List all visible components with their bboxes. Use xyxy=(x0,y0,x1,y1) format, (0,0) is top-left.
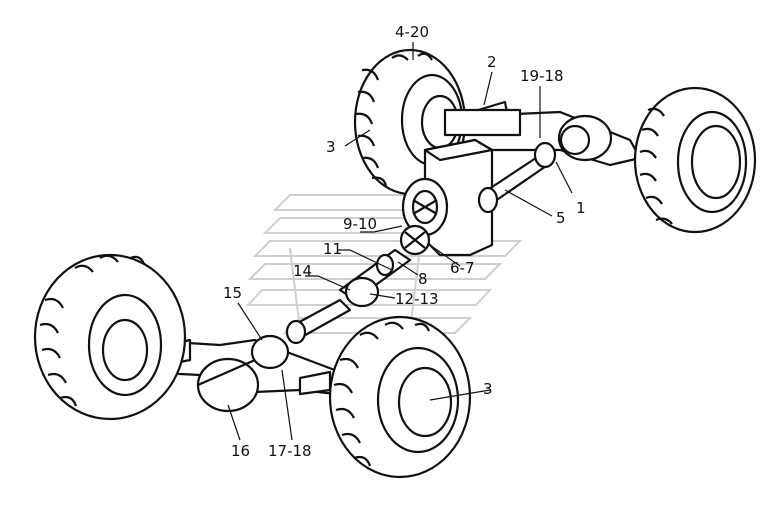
callout-15: 15 xyxy=(223,284,243,302)
callout-3-front: 3 xyxy=(483,380,493,398)
front-left-wheel xyxy=(33,253,187,421)
callout-9-10: 9-10 xyxy=(343,215,378,233)
callout-6-7: 6-7 xyxy=(450,259,475,277)
front-drive-shaft xyxy=(285,248,412,345)
front-axle-assembly xyxy=(33,253,472,479)
callout-8: 8 xyxy=(418,270,428,288)
front-right-wheel xyxy=(328,315,472,479)
callout-11: 11 xyxy=(323,240,343,258)
leader-lines xyxy=(227,42,573,441)
transmission-assembly xyxy=(399,138,557,257)
callout-14: 14 xyxy=(293,262,313,280)
callout-4-20: 4-20 xyxy=(395,23,430,41)
callout-12-13: 12-13 xyxy=(395,290,439,308)
callout-1: 1 xyxy=(576,199,586,217)
callout-5: 5 xyxy=(556,209,566,227)
callout-3-rear: 3 xyxy=(326,138,336,156)
callout-2: 2 xyxy=(487,53,497,71)
callout-16: 16 xyxy=(231,442,251,460)
callout-17-18: 17-18 xyxy=(268,442,312,460)
callout-19-18: 19-18 xyxy=(520,67,564,85)
rear-right-wheel xyxy=(633,86,757,234)
